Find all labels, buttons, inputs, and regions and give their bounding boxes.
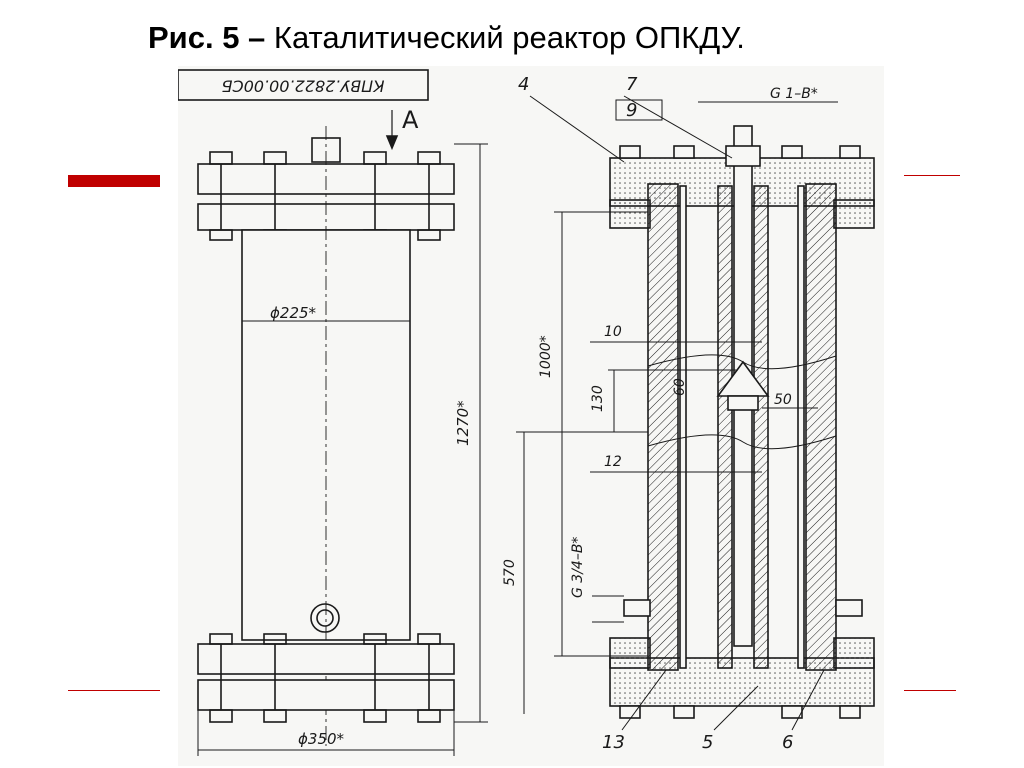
- dim-h1000: 1000*: [538, 335, 554, 378]
- accent-line-right-bottom: [904, 690, 956, 691]
- dim-w12: 12: [604, 454, 622, 470]
- callout-9: 9: [626, 100, 637, 121]
- section-view: [609, 125, 875, 719]
- stamp-box: [178, 69, 429, 101]
- dim-h60: 60: [672, 378, 688, 396]
- dim-d225: ϕ225*: [270, 304, 317, 322]
- callout-13: 13: [602, 732, 625, 753]
- view-label: А: [402, 106, 419, 134]
- figure-caption: Каталитический реактор ОПКДУ.: [273, 20, 745, 55]
- external-dimensions: А ϕ225* ϕ350* 1270*: [197, 106, 488, 756]
- stamp-text: КПВУ.2822.00.00СБ: [222, 77, 385, 96]
- external-view: КПВУ.2822.00.00СБ: [178, 69, 455, 746]
- bottom-bolts: [209, 633, 441, 723]
- dim-h570: 570: [502, 559, 518, 586]
- reactor-drawing: КПВУ.2822.00.00СБ: [178, 66, 884, 766]
- bottom-flange-upper: [197, 643, 455, 675]
- right-wall: [805, 183, 837, 671]
- dim-thread-side: G 3/4–B*: [570, 537, 586, 598]
- slide-title: Рис. 5 – Каталитический реактор ОПКДУ.: [148, 20, 745, 56]
- dim-d350: ϕ350*: [298, 730, 345, 748]
- bottom-flange-lower: [197, 679, 455, 711]
- dim-w50: 50: [774, 392, 792, 408]
- inner-right: [753, 185, 769, 669]
- accent-line-right-top: [904, 175, 960, 176]
- callout-6: 6: [782, 732, 793, 753]
- reactor-drawing-svg: КПВУ.2822.00.00СБ: [178, 69, 875, 756]
- inner-left: [717, 185, 733, 669]
- dim-h1270: 1270*: [454, 400, 472, 446]
- callout-7: 7: [626, 74, 638, 95]
- dim-h130: 130: [590, 385, 606, 412]
- dim-w10: 10: [604, 324, 622, 340]
- callout-5: 5: [702, 732, 713, 753]
- accent-line-left-bottom: [68, 690, 160, 691]
- section-dimensions: G 1–B* 1000* 570 130 60 50 10 12 G 3/4–B…: [502, 74, 838, 753]
- accent-bar-left: [68, 175, 160, 187]
- figure-number: Рис. 5 –: [148, 20, 266, 55]
- dim-thread-top: G 1–B*: [770, 86, 818, 102]
- left-wall: [647, 183, 679, 671]
- callout-4: 4: [518, 74, 529, 95]
